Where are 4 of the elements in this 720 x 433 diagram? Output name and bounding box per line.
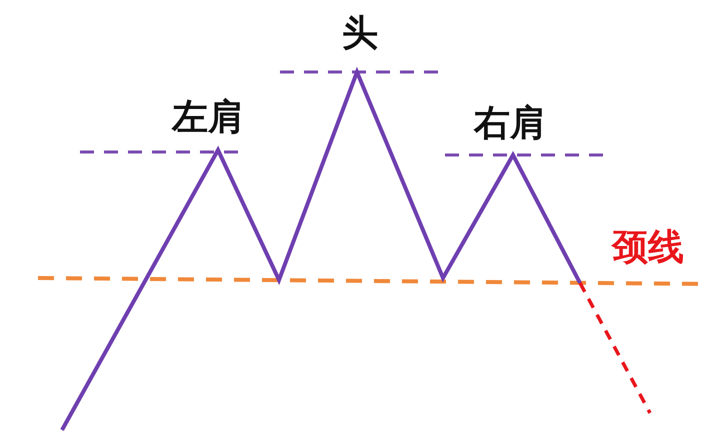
left-shoulder-label: 左肩 [172, 98, 244, 138]
head-label: 头 [342, 14, 378, 54]
neckline-label: 颈线 [612, 228, 684, 268]
right-shoulder-label: 右肩 [474, 104, 546, 144]
